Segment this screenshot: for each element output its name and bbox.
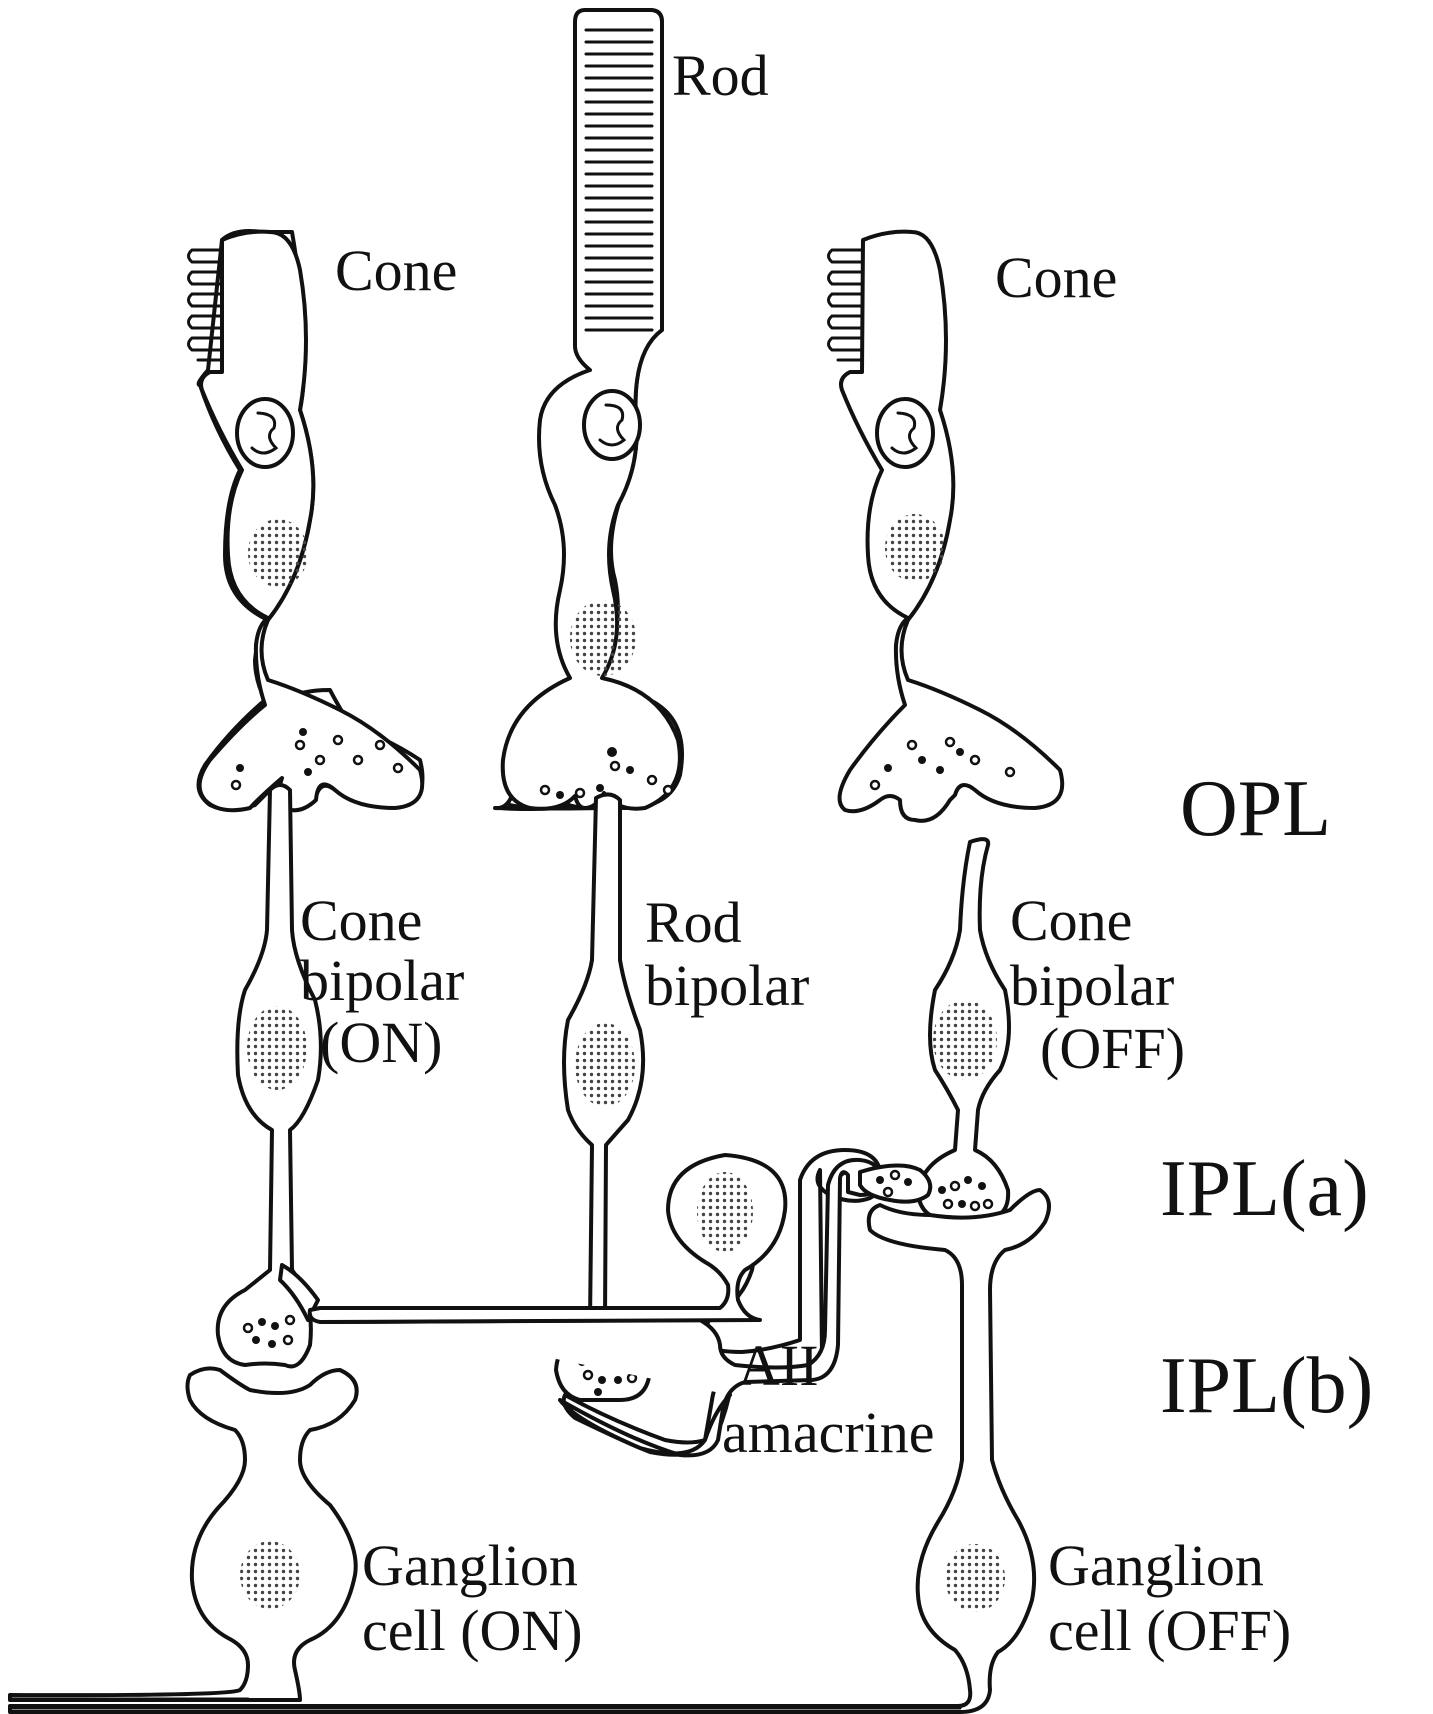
cone-bipolar-on <box>218 785 321 1366</box>
label-cone-bipolar-off-1: Cone <box>1010 888 1132 953</box>
ganglion-on-nucleus <box>240 1541 300 1609</box>
label-aii-amacrine-2: amacrine <box>722 1400 935 1465</box>
cone-nucleus-left <box>248 519 308 587</box>
rod-bipolar-nucleus <box>575 1023 635 1107</box>
label-cone-bipolar-off-2: bipolar <box>1010 953 1174 1018</box>
rod-cell <box>495 10 682 809</box>
cone-mitochondrion-left <box>237 399 293 467</box>
cone-mitochondrion-right <box>877 399 933 467</box>
ganglion-axons <box>10 1699 960 1708</box>
label-aii-amacrine-1: AII <box>738 1333 819 1398</box>
label-ganglion-on-2: cell (ON) <box>362 1598 583 1663</box>
cone-outer-segment-right <box>829 250 863 360</box>
label-cone-right: Cone <box>995 245 1117 310</box>
rod-nucleus <box>570 600 636 676</box>
rod-mitochondrion <box>584 391 640 459</box>
label-cone-left: Cone <box>335 238 457 303</box>
label-rod-bipolar-2: bipolar <box>645 953 809 1018</box>
label-ganglion-on-1: Ganglion <box>362 1533 578 1598</box>
labels: Rod Cone Cone OPL Cone bipolar (ON) Rod … <box>300 43 1373 1663</box>
label-opl: OPL <box>1180 765 1331 853</box>
cone-bipolar-on-nucleus <box>247 1006 307 1090</box>
cone-cell-left <box>189 231 423 810</box>
label-rod: Rod <box>672 43 769 108</box>
ganglion-off-nucleus <box>945 1544 1005 1612</box>
label-cone-bipolar-on-3: (ON) <box>320 1010 442 1075</box>
ganglion-cell-on <box>10 1368 357 1700</box>
cone-cell-right <box>829 232 1063 821</box>
label-ganglion-off-1: Ganglion <box>1048 1533 1264 1598</box>
label-cone-bipolar-off-3: (OFF) <box>1040 1016 1185 1081</box>
cone-bipolar-off <box>918 839 1009 1220</box>
label-cone-bipolar-on-2: bipolar <box>300 948 464 1013</box>
label-cone-bipolar-on-1: Cone <box>300 888 422 953</box>
cone-nucleus-right <box>885 514 945 582</box>
aii-amacrine-nucleus <box>697 1172 753 1252</box>
label-ipl-a: IPL(a) <box>1160 1145 1369 1233</box>
label-rod-bipolar-1: Rod <box>645 890 742 955</box>
cone-bipolar-off-nucleus <box>933 1000 997 1080</box>
label-ipl-b: IPL(b) <box>1160 1342 1373 1430</box>
label-ganglion-off-2: cell (OFF) <box>1048 1598 1291 1663</box>
